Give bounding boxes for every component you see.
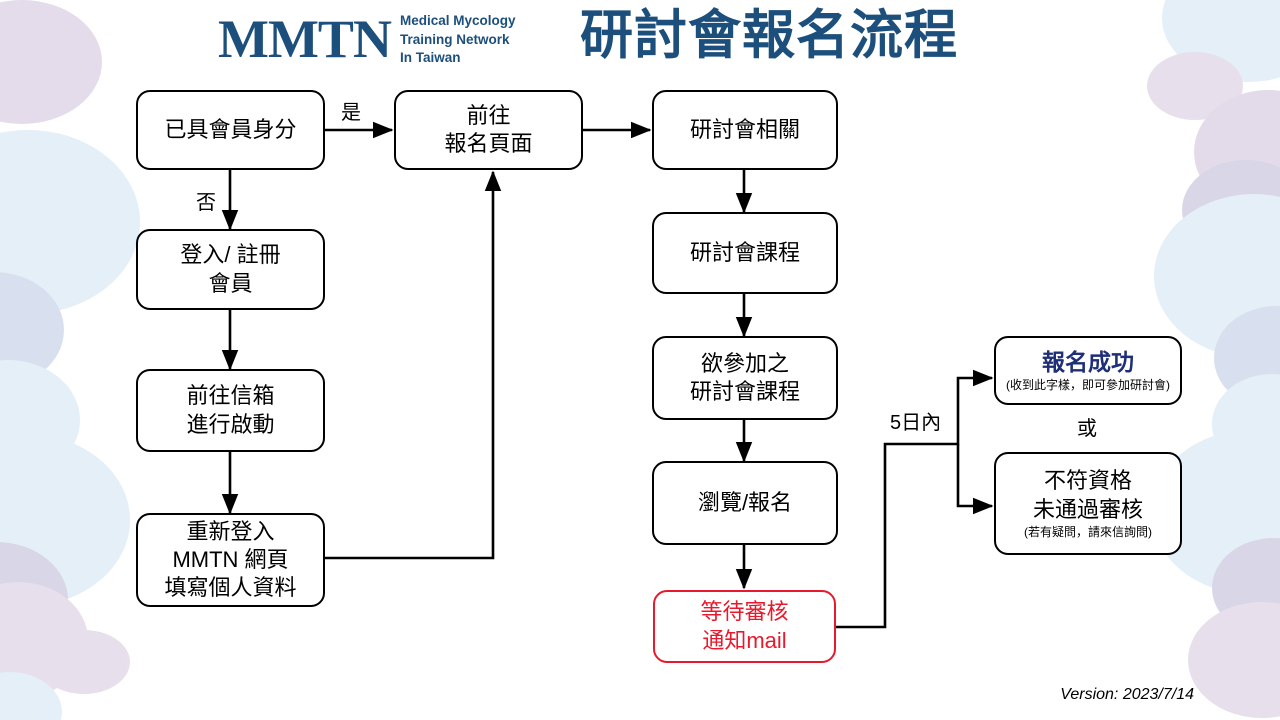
node-browse-signup-line1: 瀏覽/報名 <box>697 489 793 515</box>
node-go-signup-page[interactable]: 前往 報名頁面 <box>394 90 583 170</box>
node-relogin[interactable]: 重新登入 MMTN 網頁 填寫個人資料 <box>136 513 325 607</box>
edge-label-no: 否 <box>196 192 216 214</box>
node-relogin-line3: 填寫個人資料 <box>164 575 297 601</box>
logo-tagline-line1: Medical Mycology <box>399 13 516 29</box>
node-go-mailbox-line2: 進行啟動 <box>186 411 275 437</box>
mmtn-logo: MMTN Medical Mycology Training Network I… <box>218 8 568 70</box>
node-has-membership[interactable]: 已具會員身分 <box>136 90 325 170</box>
edge-label-within-5-days: 5日內 <box>890 412 942 434</box>
node-seminar-course[interactable]: 研討會課程 <box>652 212 838 294</box>
node-go-mailbox[interactable]: 前往信箱 進行啟動 <box>136 369 325 452</box>
node-waiting-review-line2: 通知mail <box>702 627 787 653</box>
logo-tagline-line2: Training Network <box>399 31 510 47</box>
node-login-register-line1: 登入/ 註冊 <box>180 242 281 268</box>
node-relogin-line2: MMTN 網頁 <box>172 546 289 572</box>
node-seminar-related-line1: 研討會相關 <box>689 116 800 142</box>
node-waiting-review[interactable]: 等待審核 通知mail <box>653 590 836 663</box>
edge-label-yes: 是 <box>341 102 361 124</box>
node-seminar-related[interactable]: 研討會相關 <box>652 90 838 170</box>
logo-wordmark: MMTN <box>218 9 392 69</box>
node-login-register-line2: 會員 <box>208 270 253 296</box>
node-relogin-line1: 重新登入 <box>186 518 275 544</box>
node-has-membership-line1: 已具會員身分 <box>164 116 297 142</box>
logo-tagline: Medical Mycology Training Network In Tai… <box>400 12 516 68</box>
page-title: 研討會報名流程 <box>580 6 958 65</box>
node-go-mailbox-line1: 前往信箱 <box>186 383 275 409</box>
node-seminar-course-line1: 研討會課程 <box>689 239 800 265</box>
node-success-note: (收到此字樣，即可參加研討會) <box>1006 378 1170 393</box>
version-stamp: Version: 2023/7/14 <box>1060 686 1194 703</box>
node-desired-course-line2: 研討會課程 <box>689 379 800 404</box>
node-failure-line1: 不符資格 <box>1043 468 1132 494</box>
node-success-title: 報名成功 <box>1042 348 1134 375</box>
node-failure-line2: 未通過審核 <box>1032 496 1143 522</box>
node-desired-course-line1: 欲參加之 <box>700 350 789 376</box>
node-go-signup-page-line1: 前往 <box>466 102 511 128</box>
logo-tagline-line3: In Taiwan <box>399 50 461 66</box>
node-failure[interactable]: 不符資格 未通過審核 (若有疑問，請來信詢問) <box>994 452 1182 555</box>
node-browse-signup[interactable]: 瀏覽/報名 <box>652 461 838 545</box>
edge-label-or: 或 <box>1077 418 1097 440</box>
node-success[interactable]: 報名成功 (收到此字樣，即可參加研討會) <box>994 336 1182 405</box>
node-desired-course[interactable]: 欲參加之 研討會課程 <box>652 336 838 420</box>
node-waiting-review-line1: 等待審核 <box>700 599 789 625</box>
node-login-register[interactable]: 登入/ 註冊 會員 <box>136 229 325 310</box>
node-go-signup-page-line2: 報名頁面 <box>444 131 533 156</box>
node-failure-note: (若有疑問，請來信詢問) <box>1024 524 1152 539</box>
